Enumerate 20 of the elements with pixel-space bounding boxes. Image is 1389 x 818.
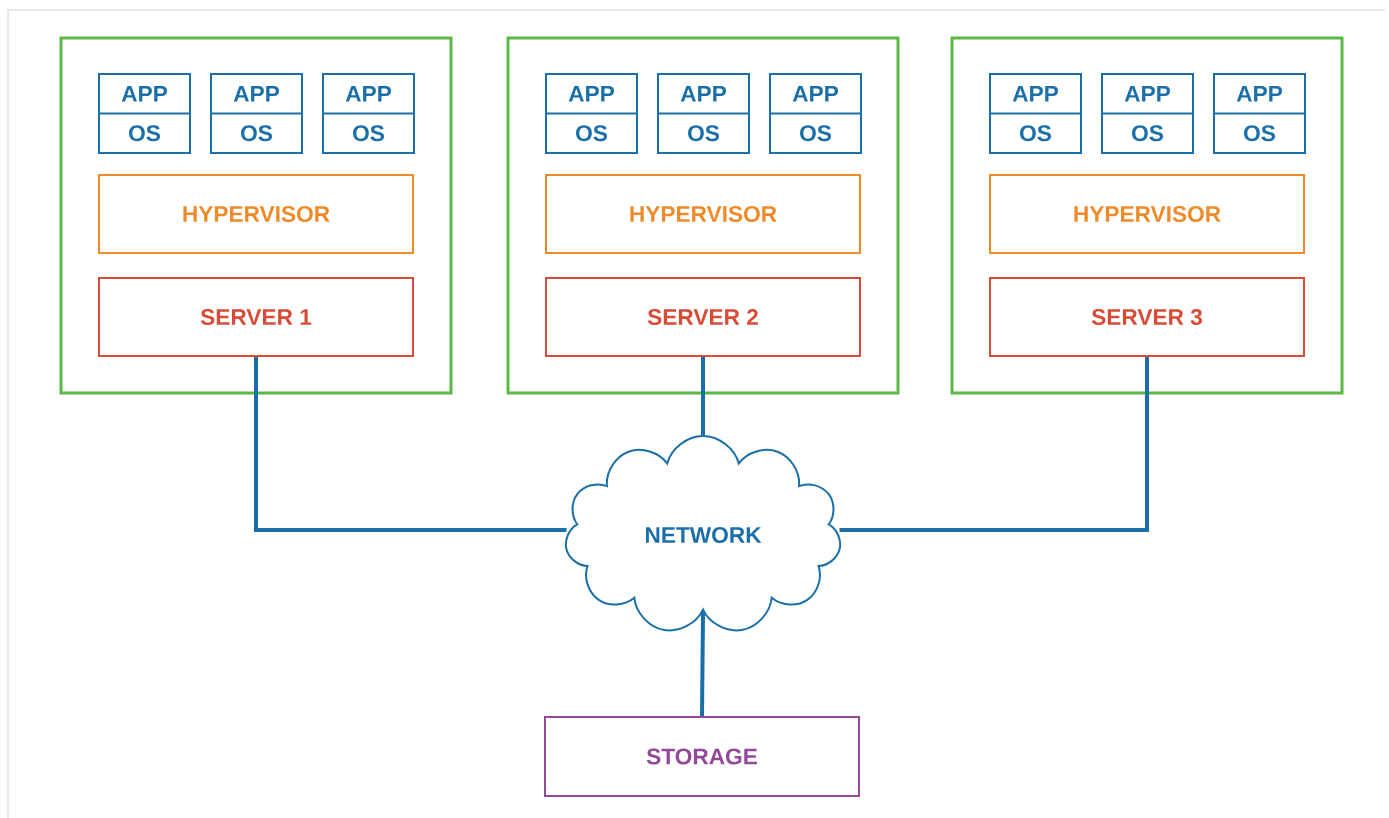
vm-box: APP OS: [98, 73, 191, 154]
hypervisor-box: HYPERVISOR: [98, 174, 414, 254]
vm-box: APP OS: [545, 73, 638, 154]
connector-line: [839, 357, 1149, 532]
vm-box: APP OS: [1213, 73, 1306, 154]
vm-box: APP OS: [989, 73, 1082, 154]
hypervisor-box: HYPERVISOR: [989, 174, 1305, 254]
server-box: SERVER 2: [545, 277, 861, 357]
vm-box: APP OS: [322, 73, 415, 154]
vm-box: APP OS: [210, 73, 303, 154]
vm-box: APP OS: [1101, 73, 1194, 154]
storage-box: STORAGE: [544, 716, 860, 797]
server-box: SERVER 3: [989, 277, 1305, 357]
vm-box: APP OS: [769, 73, 862, 154]
hypervisor-box: HYPERVISOR: [545, 174, 861, 254]
connector-line: [701, 357, 705, 435]
network-cloud: NETWORK: [564, 435, 842, 632]
connector-line: [254, 357, 567, 532]
server-box: SERVER 1: [98, 277, 414, 357]
vm-box: APP OS: [657, 73, 750, 154]
